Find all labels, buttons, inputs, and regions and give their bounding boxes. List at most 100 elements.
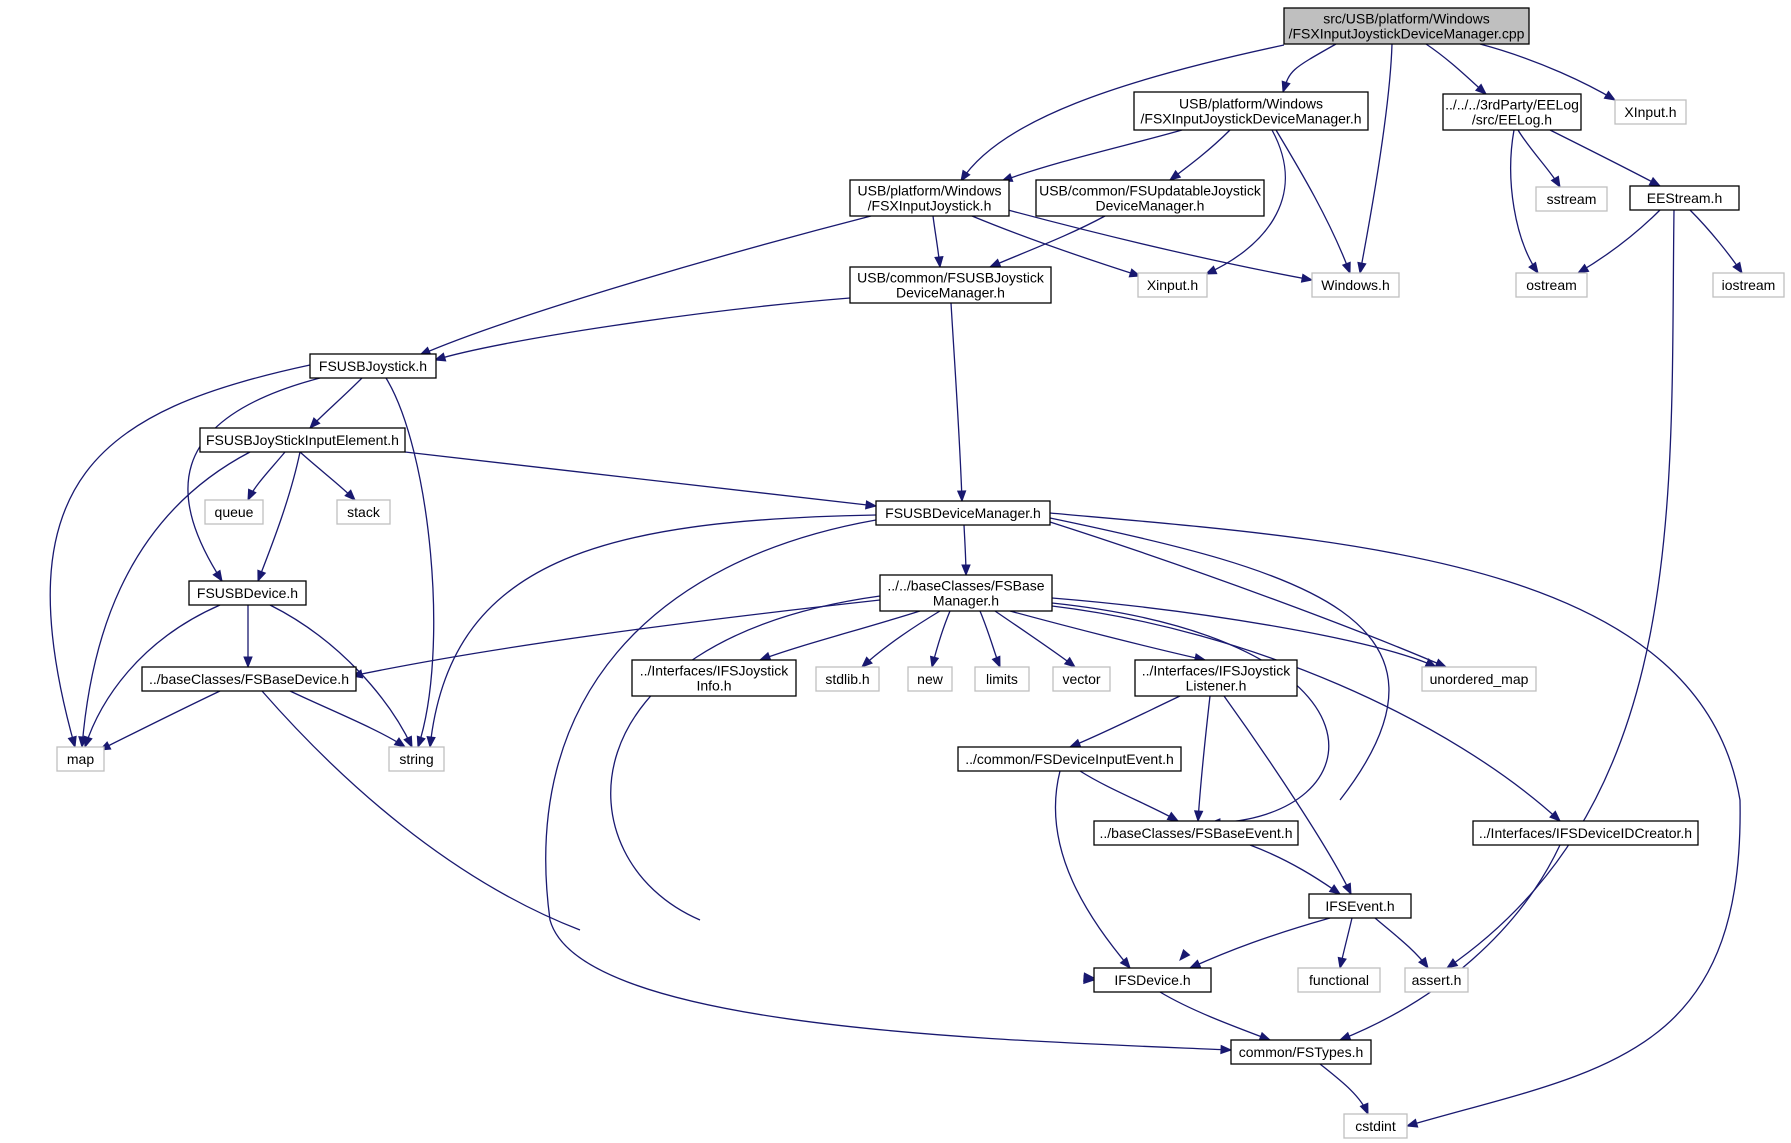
node-limits: limits bbox=[974, 666, 1030, 692]
node-box[interactable] bbox=[1442, 93, 1582, 131]
arrowhead bbox=[1204, 265, 1218, 275]
node-mgr_h[interactable]: USB/platform/Windows/FSXInputJoystickDev… bbox=[1133, 91, 1369, 131]
node-eelog[interactable]: ../../../3rdParty/EELog/src/EELog.h bbox=[1442, 93, 1582, 131]
node-basedev[interactable]: ../baseClasses/FSBaseDevice.h bbox=[141, 666, 357, 692]
edge-line bbox=[1339, 844, 1561, 1041]
arrowhead bbox=[1474, 83, 1488, 95]
node-label: limits bbox=[986, 671, 1018, 687]
arrowhead bbox=[1083, 972, 1096, 982]
arrowhead bbox=[426, 736, 436, 749]
node-label: ../baseClasses/FSBaseDevice.h bbox=[149, 671, 349, 687]
edge-line bbox=[81, 451, 251, 748]
node-box[interactable] bbox=[849, 179, 1010, 217]
arrowhead bbox=[67, 735, 77, 749]
node-devinput[interactable]: ../common/FSDeviceInputEvent.h bbox=[957, 746, 1182, 772]
node-box[interactable] bbox=[849, 266, 1052, 304]
node-box[interactable] bbox=[1472, 820, 1699, 846]
arrowhead bbox=[1342, 882, 1352, 896]
arrowhead bbox=[1168, 169, 1182, 181]
node-label: IFSDevice.h bbox=[1114, 972, 1190, 988]
edge-line bbox=[385, 377, 435, 748]
edge-inputel-to-queue bbox=[247, 451, 286, 502]
node-updatable[interactable]: USB/common/FSUpdatableJoystickDeviceMana… bbox=[1035, 179, 1265, 217]
node-label: ../Interfaces/IFSDeviceIDCreator.h bbox=[1479, 825, 1692, 841]
edge-line bbox=[994, 610, 1076, 668]
edge-eelog-to-eestream bbox=[1549, 129, 1662, 187]
node-sstream: sstream bbox=[1535, 186, 1608, 212]
edge-root-to-xinput_big bbox=[1479, 43, 1617, 101]
arrowhead bbox=[1357, 261, 1367, 275]
arrowhead bbox=[1068, 738, 1082, 748]
node-box[interactable] bbox=[631, 659, 797, 697]
node-box[interactable] bbox=[199, 427, 406, 453]
node-label: /FSXInputJoystickDeviceManager.h bbox=[1141, 111, 1362, 127]
edge-basedev-to-map bbox=[98, 690, 221, 751]
arrowhead bbox=[988, 258, 1002, 268]
node-vector: vector bbox=[1052, 666, 1111, 692]
node-box[interactable] bbox=[309, 353, 437, 379]
node-box bbox=[1421, 666, 1537, 692]
node-label: FSUSBJoystick.h bbox=[319, 358, 427, 374]
edge-line bbox=[1007, 209, 1313, 281]
edge-mgr_h-to-fsxjoy bbox=[1000, 129, 1183, 182]
edge-usbjdm-to-usbdm bbox=[950, 302, 967, 503]
node-usbdev[interactable]: FSUSBDevice.h bbox=[188, 580, 307, 606]
arrowhead bbox=[1063, 656, 1077, 668]
node-label: iostream bbox=[1722, 277, 1776, 293]
node-box[interactable] bbox=[1230, 1039, 1372, 1065]
node-fstypes[interactable]: common/FSTypes.h bbox=[1230, 1039, 1372, 1065]
node-box[interactable] bbox=[1093, 820, 1299, 846]
node-box[interactable] bbox=[1035, 179, 1265, 217]
node-box[interactable] bbox=[879, 574, 1053, 612]
node-box[interactable] bbox=[1629, 185, 1740, 211]
node-usbjoy[interactable]: FSUSBJoystick.h bbox=[309, 353, 437, 379]
node-box[interactable] bbox=[875, 500, 1051, 526]
arrowhead bbox=[247, 488, 257, 502]
node-label: cstdint bbox=[1355, 1118, 1396, 1134]
node-box[interactable] bbox=[1283, 7, 1530, 45]
node-box[interactable] bbox=[188, 580, 307, 606]
node-fsxjoy[interactable]: USB/platform/Windows/FSXInputJoystick.h bbox=[849, 179, 1010, 217]
node-ifsevent[interactable]: IFSEvent.h bbox=[1308, 893, 1412, 919]
arrowhead bbox=[1338, 1031, 1352, 1041]
edge-line bbox=[759, 610, 921, 661]
node-assert: assert.h bbox=[1404, 967, 1469, 993]
node-baseevent[interactable]: ../baseClasses/FSBaseEvent.h bbox=[1093, 820, 1299, 846]
node-label: sstream bbox=[1547, 191, 1597, 207]
edge-usbdm-to-basemgr bbox=[961, 524, 971, 577]
node-cstdint: cstdint bbox=[1343, 1113, 1408, 1139]
edge-line bbox=[1275, 129, 1351, 274]
arrowhead bbox=[1119, 956, 1131, 970]
arrowhead bbox=[1549, 810, 1561, 822]
node-box[interactable] bbox=[957, 746, 1182, 772]
arrowhead bbox=[1528, 261, 1539, 275]
node-box[interactable] bbox=[1093, 967, 1212, 993]
node-inputel[interactable]: FSUSBJoyStickInputElement.h bbox=[199, 427, 406, 453]
node-box bbox=[388, 746, 445, 772]
arrowhead bbox=[1550, 175, 1561, 189]
node-label: new bbox=[917, 671, 944, 687]
node-idcreator[interactable]: ../Interfaces/IFSDeviceIDCreator.h bbox=[1472, 820, 1699, 846]
node-eestream[interactable]: EEStream.h bbox=[1629, 185, 1740, 211]
edge-line bbox=[49, 364, 311, 748]
node-box[interactable] bbox=[141, 666, 357, 692]
edge-ijlistener-to-ifsevent bbox=[1223, 695, 1352, 896]
arrowhead bbox=[1337, 956, 1347, 970]
node-box bbox=[1343, 1113, 1408, 1139]
edge-line bbox=[1049, 512, 1741, 1127]
node-root[interactable]: src/USB/platform/Windows/FSXInputJoystic… bbox=[1283, 7, 1530, 45]
node-stack: stack bbox=[336, 499, 391, 525]
node-usbdm[interactable]: FSUSBDeviceManager.h bbox=[875, 500, 1051, 526]
node-box[interactable] bbox=[1133, 91, 1369, 131]
node-box[interactable] bbox=[1308, 893, 1412, 919]
node-box[interactable] bbox=[1134, 659, 1298, 697]
node-ifsdevice[interactable]: IFSDevice.h bbox=[1093, 967, 1212, 993]
edge-idcreator-to-fstypes bbox=[1338, 844, 1561, 1041]
arrowhead bbox=[1220, 1044, 1233, 1055]
arrowhead bbox=[956, 490, 967, 503]
